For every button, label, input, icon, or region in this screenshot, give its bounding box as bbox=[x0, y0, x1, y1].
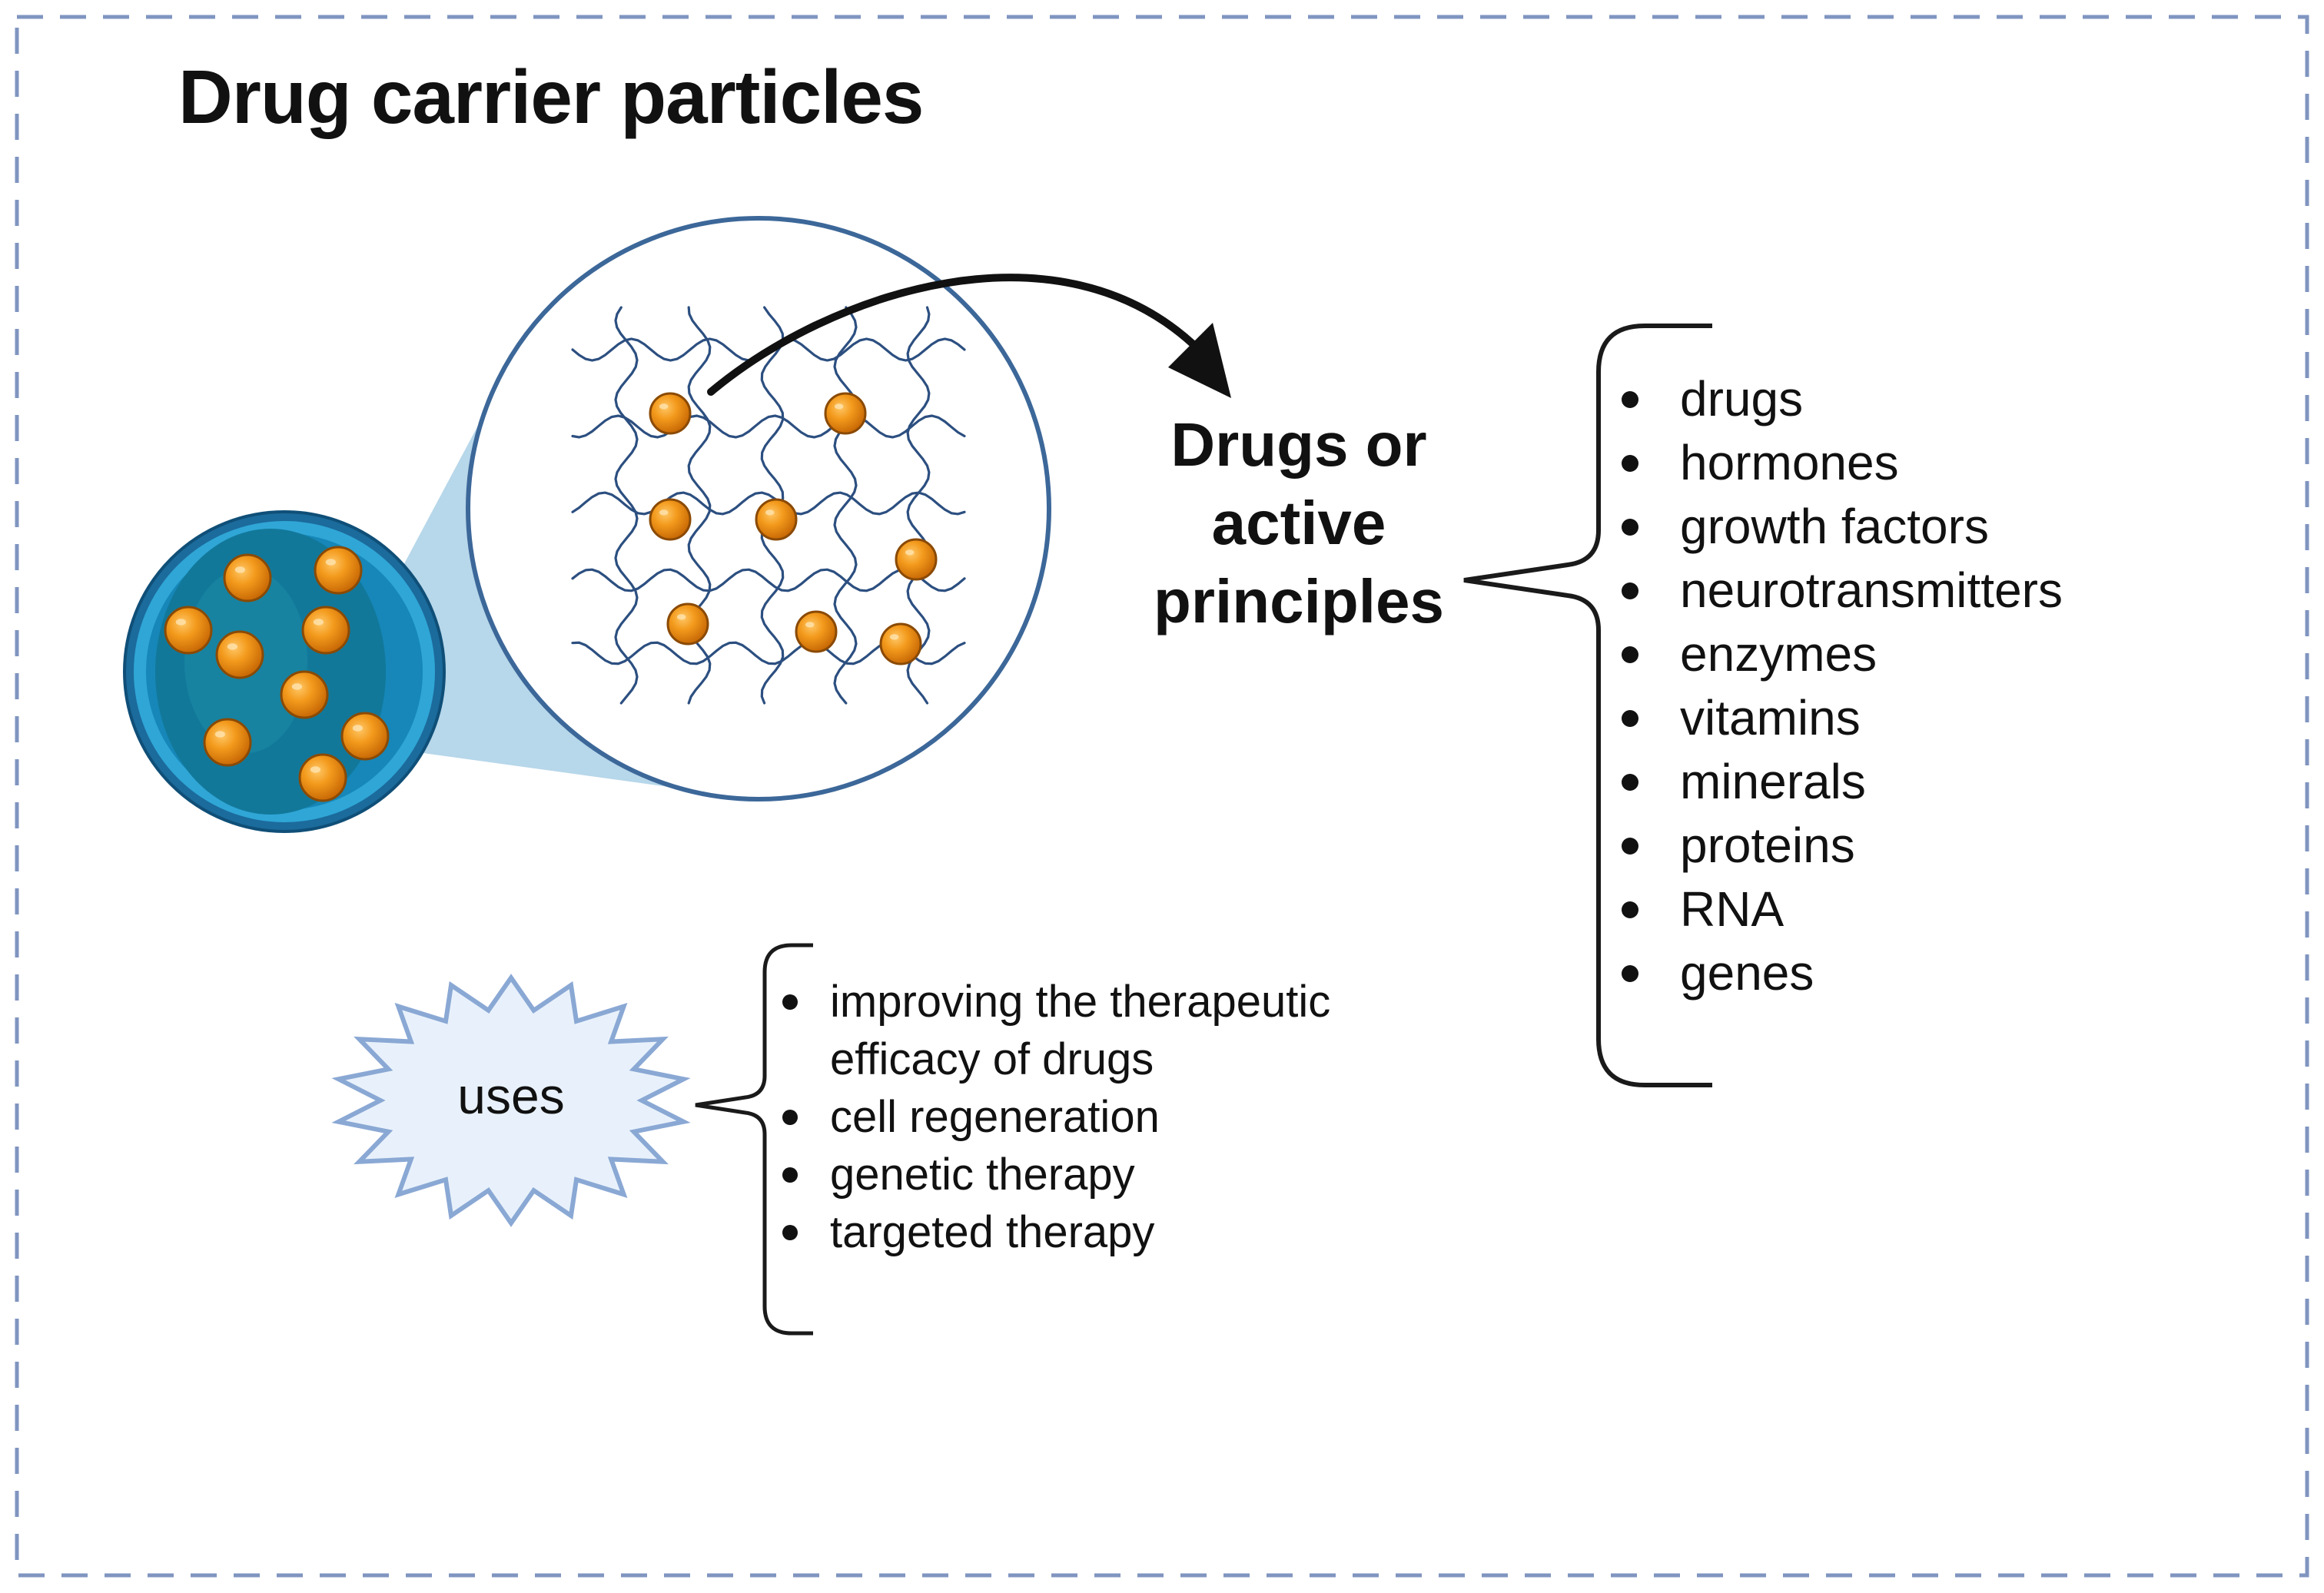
list-item: genetic therapy bbox=[782, 1146, 1368, 1203]
drug-sphere-icon bbox=[203, 718, 252, 767]
starburst-icon bbox=[331, 974, 691, 1227]
uses-label: uses bbox=[457, 1067, 565, 1124]
list-item: vitamins bbox=[1622, 686, 2063, 750]
list-item: RNA bbox=[1622, 878, 2063, 941]
drug-sphere-icon bbox=[666, 602, 709, 645]
list-item: enzymes bbox=[1622, 622, 2063, 686]
drug-sphere-icon bbox=[755, 498, 798, 541]
drug-sphere-icon bbox=[215, 630, 264, 679]
curved-arrow-icon bbox=[707, 274, 1231, 398]
drug-sphere-icon bbox=[895, 538, 938, 581]
brace-icon-uses bbox=[695, 943, 813, 1336]
drug-sphere-icon bbox=[795, 610, 838, 653]
list-item: improving the therapeutic efficacy of dr… bbox=[782, 973, 1368, 1088]
list-item: minerals bbox=[1622, 750, 2063, 814]
dashed-frame bbox=[15, 15, 2309, 1578]
list-item: neurotransmitters bbox=[1622, 559, 2063, 622]
list-item: growth factors bbox=[1622, 495, 2063, 559]
drug-sphere-icon bbox=[298, 753, 347, 802]
drug-sphere-icon bbox=[314, 546, 363, 595]
list-item: drugs bbox=[1622, 367, 2063, 431]
drug-sphere-icon bbox=[223, 553, 272, 602]
drug-sphere-icon bbox=[879, 622, 922, 665]
particle-icon bbox=[123, 510, 446, 833]
list-item: genes bbox=[1622, 941, 2063, 1005]
drug-sphere-icon bbox=[164, 606, 213, 655]
list-item: hormones bbox=[1622, 431, 2063, 495]
drug-sphere-icon bbox=[649, 498, 692, 541]
drug-sphere-icon bbox=[824, 392, 867, 435]
drug-sphere-icon bbox=[301, 606, 350, 655]
drug-sphere-icon bbox=[280, 670, 329, 719]
list-item: cell regeneration bbox=[782, 1088, 1368, 1146]
active-principles-label-line: Drugs or bbox=[1170, 410, 1427, 479]
page-title: Drug carrier particles bbox=[178, 55, 924, 139]
uses-list: improving the therapeutic efficacy of dr… bbox=[782, 973, 1368, 1261]
active-principles-label-line: principles bbox=[1154, 567, 1444, 636]
drug-sphere-icon bbox=[340, 712, 390, 761]
list-item: targeted therapy bbox=[782, 1203, 1368, 1261]
active-principles-label-line: active bbox=[1211, 489, 1386, 557]
active-principles-label: Drugs or active principles bbox=[1114, 406, 1483, 641]
list-item: proteins bbox=[1622, 814, 2063, 878]
drug-sphere-icon bbox=[649, 392, 692, 435]
active-principles-list: drugs hormones growth factors neurotrans… bbox=[1622, 367, 2063, 1005]
brace-icon-active bbox=[1463, 324, 1712, 1087]
drug-spheres-zoomed bbox=[649, 392, 938, 665]
